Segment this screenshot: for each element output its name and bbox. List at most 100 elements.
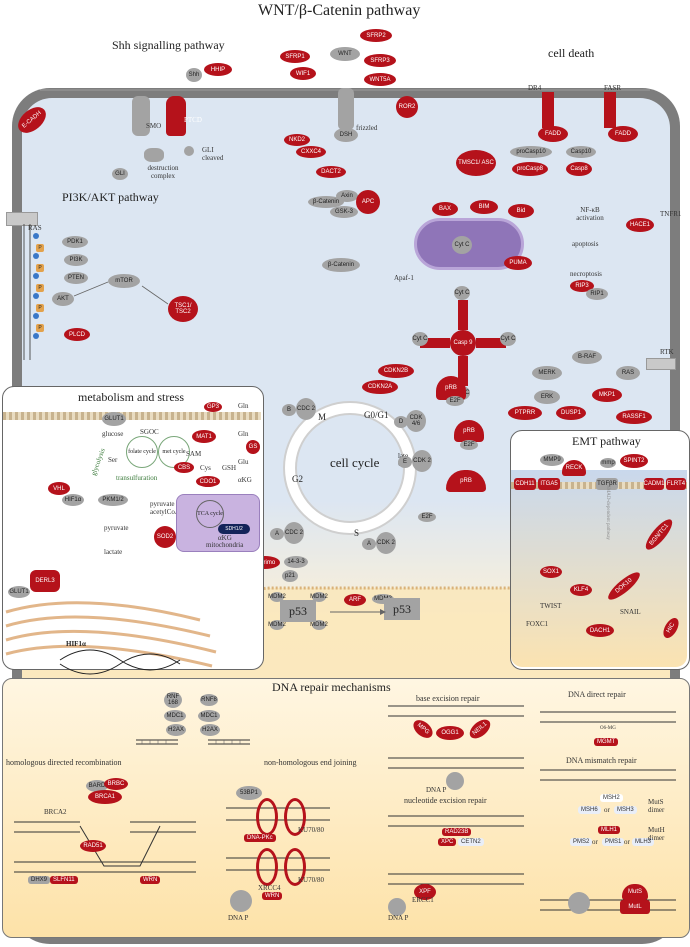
phase-g0g1: G0/G1 — [364, 410, 389, 420]
gli-cleaved-label: GLI cleaved — [202, 146, 224, 162]
or-1: or — [604, 806, 610, 814]
53bp1-node: 53BP1 — [236, 786, 262, 800]
sgoc-label: SGOC — [140, 428, 159, 436]
bard-node: BARD — [86, 780, 108, 792]
h2ax-b-node: H2AX — [200, 724, 220, 736]
direct-title: DNA direct repair — [568, 690, 626, 699]
brbc-node: BRBC — [104, 778, 128, 790]
mdm2-4: MDM2 — [310, 620, 328, 630]
hhip-node: HHIP — [204, 63, 232, 76]
cdkn2b-node: CDKN2B — [378, 364, 414, 378]
acetylcoa-label: acetylCoA — [150, 508, 180, 516]
rtk-label: RTK — [660, 348, 674, 356]
cyclin-e: E — [398, 456, 412, 468]
bid-node: Bid — [508, 204, 534, 218]
mmr-title: DNA mismatch repair — [566, 756, 637, 765]
ptcd-receptor — [166, 96, 186, 136]
cdc2-node-2: CDC 2 — [284, 522, 304, 544]
pyruvate2-label: pyruvate — [150, 500, 175, 508]
itga5-node: ITGA5 — [538, 478, 560, 490]
snail-label: SNAIL — [620, 608, 641, 616]
section-emt: EMT pathway — [572, 434, 641, 448]
mdm2-3: MDM2 — [268, 620, 286, 630]
mgmt-node: MGMT — [594, 738, 619, 746]
rnf8-node: RNF8 — [200, 694, 218, 706]
brca2-label: BRCA2 — [44, 808, 67, 816]
dsh-node: DSH — [334, 128, 358, 142]
smo-label: SMO — [146, 122, 162, 130]
e2f-node-1: E2F — [446, 396, 464, 406]
gsh-label: GSH — [222, 464, 237, 472]
xrcc4-label: XRCC4 — [258, 884, 281, 892]
cyclin-d: D — [394, 416, 408, 428]
folate-cycle: folate cycle — [126, 436, 158, 468]
cdk2-node-1: CDK 2 — [412, 450, 432, 472]
prb-node-3: pRB — [446, 470, 486, 492]
fadd1-node: FADD — [538, 126, 568, 142]
sfrp1-node: SFRP1 — [280, 50, 310, 63]
bim-node: BIM — [470, 200, 498, 214]
cadm1-node: CADM1 — [644, 478, 665, 490]
nfkb-label: NF-κB activation — [576, 206, 604, 222]
cytc-w: Cyt C — [412, 332, 428, 346]
ogg1-node: OGG1 — [436, 726, 464, 740]
dr4-label: DR4 — [528, 84, 542, 92]
msh2-node: MSH2 — [600, 794, 623, 802]
dach1-node: DACH1 — [586, 624, 614, 637]
mmp-node: mmp — [600, 458, 616, 468]
mito-cytc-node: Cyt C — [452, 236, 472, 254]
mutl-dimer-label: MutH dimer — [648, 826, 665, 842]
cdkn2a-node: CDKN2A — [362, 380, 398, 394]
section-metabolism: metabolism and stress — [78, 390, 184, 404]
wif1-node: WIF1 — [290, 67, 316, 80]
dusp1-node: DUSP1 — [556, 406, 586, 420]
mdc1b-node: MDC1 — [198, 710, 220, 722]
necroptosis-label: necroptosis — [570, 270, 602, 278]
glut1-lower: GLUT1 — [8, 586, 30, 598]
dnapk-node: DNA-PKc — [244, 834, 276, 842]
p53-complex: MDM2 MDM2 MDM2 MDM2 p53 — [268, 592, 328, 632]
muts-dimer-label: MutS dimer — [648, 798, 665, 814]
pten-node: PTEN — [64, 272, 88, 284]
wrn-node-2: WRN — [262, 892, 283, 900]
p53-box-1: p53 — [280, 600, 316, 622]
xpf-node: XPF — [414, 884, 436, 900]
tsc-node: TSC1/ TSC2 — [168, 296, 198, 322]
cdh11-node: CDH11 — [514, 478, 536, 490]
p1433-node: 14-3-3 — [284, 556, 308, 568]
destruction-complex-label: destruction complex — [147, 164, 179, 180]
msh6-node: MSH6 — [578, 806, 601, 814]
mdm2-free: MDM2 — [372, 594, 394, 604]
gln-label-top: Gln — [238, 402, 249, 410]
erk-node: ERK — [534, 390, 560, 404]
apoptosis-label: apoptosis — [572, 240, 599, 248]
phase-s: S — [354, 528, 360, 538]
foxc1-label: FOXC1 — [526, 620, 549, 628]
gs-node: GS — [246, 440, 260, 454]
flrt4-node: FLRT4 — [666, 478, 686, 490]
apc-node: APC — [356, 190, 380, 214]
wrn-node-1: WRN — [140, 876, 161, 884]
nkd2-node: NKD2 — [284, 134, 310, 146]
e2f-node-2: E2F — [460, 440, 478, 450]
cyclin-a-1: A — [270, 528, 284, 540]
wnt5a-node: WNT5A — [364, 73, 396, 86]
sam-label: SAM — [186, 450, 202, 458]
pyruvate-label: pyruvate — [104, 524, 129, 532]
glut1-transporter: GLUT1 — [102, 412, 126, 426]
rtk-receptor — [646, 358, 676, 370]
dr4-receptor — [542, 92, 554, 128]
phospho-4: P — [36, 304, 44, 312]
tgfb-node: TGFβR — [596, 478, 618, 490]
twist-label: TWIST — [540, 602, 562, 610]
pms2-node: PMS2 — [570, 838, 593, 846]
slfn11-node: SLFN11 — [50, 876, 78, 884]
mdc1a-node: MDC1 — [164, 710, 186, 722]
apaf1-label: Apaf-1 — [394, 274, 414, 282]
ptprr-node: PTPRR — [508, 406, 542, 420]
braf-node: B-RAF — [572, 350, 602, 364]
